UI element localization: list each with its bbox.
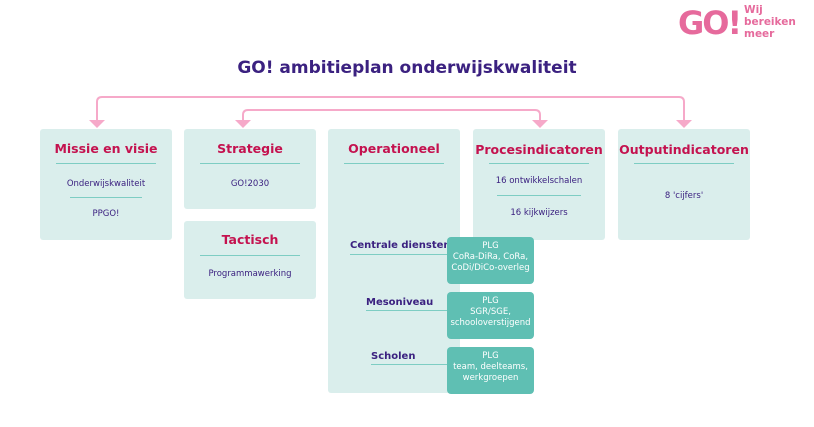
box-title: Outputindicatoren xyxy=(619,142,749,157)
slogan-line: meer xyxy=(744,28,775,40)
plg-line: PLG xyxy=(482,296,499,306)
slogan-line: bereiken xyxy=(744,16,796,28)
inner-connector xyxy=(242,109,541,124)
logo-slogan: Wij bereiken meer xyxy=(744,4,796,40)
go-logo: GO! xyxy=(678,4,742,42)
plg-line: CoRa-DiRa, CoRa, xyxy=(452,252,529,262)
box-title: Operationeel xyxy=(348,141,440,156)
box-title: Procesindicatoren xyxy=(475,142,603,157)
box-missie: Missie en visie Onderwijskwaliteit PPGO! xyxy=(40,129,172,240)
plg-line: PLG xyxy=(482,351,499,361)
box-tactisch: Tactisch Programmawerking xyxy=(184,221,316,299)
box-item: Programmawerking xyxy=(208,269,292,279)
plg-box-meso: PLG SGR/SGE, schooloverstijgend xyxy=(447,292,534,339)
arrow-head-icon xyxy=(89,120,105,128)
plg-box-centrale: PLG CoRa-DiRa, CoRa, CoDi/DiCo-overleg xyxy=(447,237,534,284)
plg-line: schooloverstijgend xyxy=(450,318,531,328)
arrow-head-icon xyxy=(532,120,548,128)
box-item: Onderwijskwaliteit xyxy=(66,179,146,189)
plg-line: werkgroepen xyxy=(462,373,519,383)
slogan-line: Wij xyxy=(744,4,763,16)
box-item: 16 kijkwijzers xyxy=(510,208,568,218)
outer-connector xyxy=(96,96,685,124)
box-strategie: Strategie GO!2030 xyxy=(184,129,316,209)
box-title: Tactisch xyxy=(221,232,279,247)
box-item: PPGO! xyxy=(92,209,120,219)
plg-line: CoDi/DiCo-overleg xyxy=(451,263,530,273)
box-title: Strategie xyxy=(217,141,283,156)
level-mesoniveau: Mesoniveau xyxy=(366,297,434,308)
box-item: 8 'cijfers' xyxy=(664,191,704,201)
box-item: 16 ontwikkelschalen xyxy=(495,176,583,186)
box-title: Missie en visie xyxy=(54,141,158,156)
level-scholen: Scholen xyxy=(371,351,416,362)
box-procesindicatoren: Procesindicatoren 16 ontwikkelschalen 16… xyxy=(473,129,605,240)
arrow-head-icon xyxy=(676,120,692,128)
level-centrale-diensten: Centrale diensten xyxy=(350,240,451,251)
box-outputindicatoren: Outputindicatoren 8 'cijfers' xyxy=(618,129,750,240)
box-operationeel: Operationeel xyxy=(328,129,460,393)
plg-line: SGR/SGE, xyxy=(470,307,511,317)
arrow-head-icon xyxy=(235,120,251,128)
plg-box-scholen: PLG team, deelteams, werkgroepen xyxy=(447,347,534,394)
plg-line: team, deelteams, xyxy=(453,362,528,372)
box-item: GO!2030 xyxy=(230,179,270,189)
page-title: GO! ambitieplan onderwijskwaliteit xyxy=(237,58,577,78)
plg-line: PLG xyxy=(482,241,499,251)
